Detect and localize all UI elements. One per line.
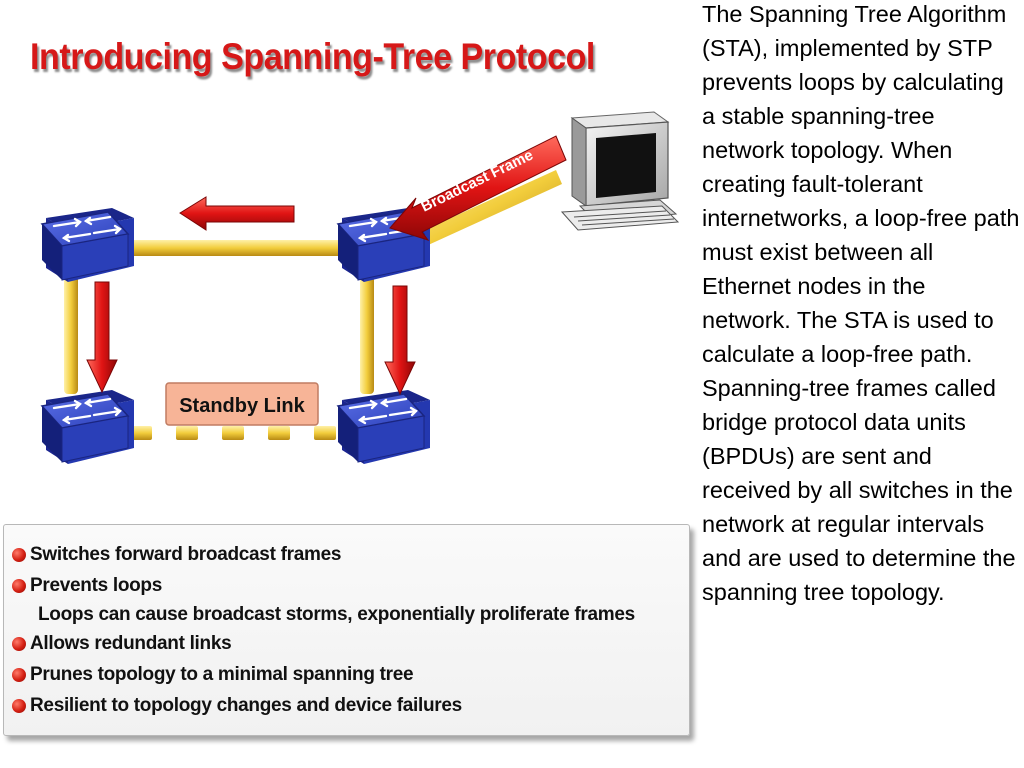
standby-link-label: Standby Link	[179, 395, 305, 417]
slide-title: Introducing Spanning-Tree Protocol	[30, 36, 595, 77]
red-bullet-icon	[12, 547, 26, 562]
switch-top-left	[40, 206, 136, 284]
link-to-workstation	[420, 170, 562, 246]
bullet-item: Prevents loops	[12, 570, 689, 601]
link-left	[64, 264, 78, 394]
arrow-down-left-icon	[86, 281, 118, 394]
link-top	[112, 240, 352, 256]
switch-bottom-right	[336, 388, 432, 466]
red-bullet-icon	[12, 578, 26, 593]
bullet-item: Prunes topology to a minimal spanning tr…	[12, 659, 689, 690]
switch-bottom-left	[40, 388, 136, 466]
standby-link-label-box: Standby Link	[165, 382, 319, 426]
arrow-left-icon	[179, 196, 295, 231]
description-text: The Spanning Tree Algorithm (STA), imple…	[702, 1, 1020, 605]
red-bullet-icon	[12, 636, 26, 651]
bullet-panel: Switches forward broadcast frames Preven…	[3, 524, 690, 736]
bullet-item: Switches forward broadcast frames	[12, 539, 689, 570]
standby-link	[130, 426, 336, 440]
workstation-computer-icon	[560, 111, 680, 231]
bullet-subitem: Loops can cause broadcast storms, expone…	[38, 603, 635, 625]
stp-diagram: Standby Link Broadcast Frame	[40, 111, 680, 466]
bullet-list: Switches forward broadcast frames Preven…	[4, 525, 689, 721]
red-bullet-icon	[12, 698, 26, 713]
bullet-item: Resilient to topology changes and device…	[12, 690, 689, 721]
red-bullet-icon	[12, 667, 26, 682]
link-right	[360, 264, 374, 394]
arrow-down-right-icon	[384, 285, 416, 396]
bullet-item: Allows redundant links	[12, 628, 689, 659]
